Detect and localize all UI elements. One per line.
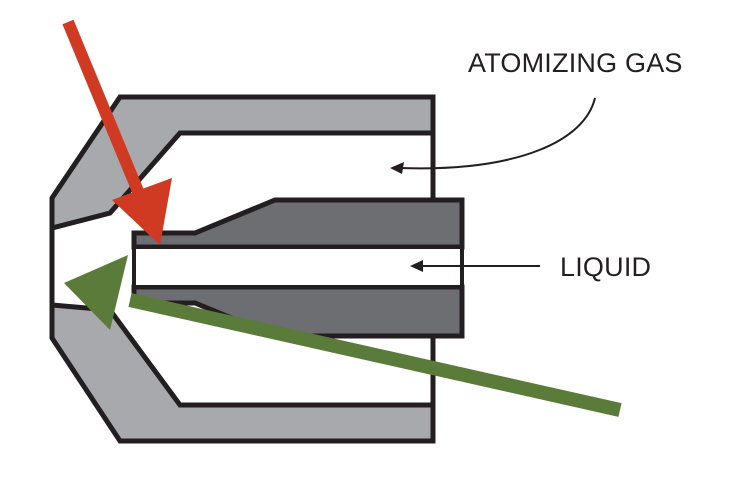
liquid-channel: [132, 245, 464, 289]
gas-leader-line: [399, 97, 596, 170]
liquid-leader-arrowhead: [410, 260, 423, 272]
liquid-label: LIQUID: [560, 252, 651, 282]
gas-leader-arrowhead: [390, 162, 404, 174]
red-arrow: [62, 19, 172, 245]
red-arrow-shaft: [62, 19, 146, 199]
inner-tube-upper: [131, 197, 465, 250]
green-arrow-shaft: [128, 293, 622, 417]
green-arrow-head: [64, 255, 128, 330]
red-arrow-head: [112, 178, 172, 245]
green-arrow: [64, 255, 622, 417]
atomizing-gas-label: ATOMIZING GAS: [468, 48, 683, 78]
